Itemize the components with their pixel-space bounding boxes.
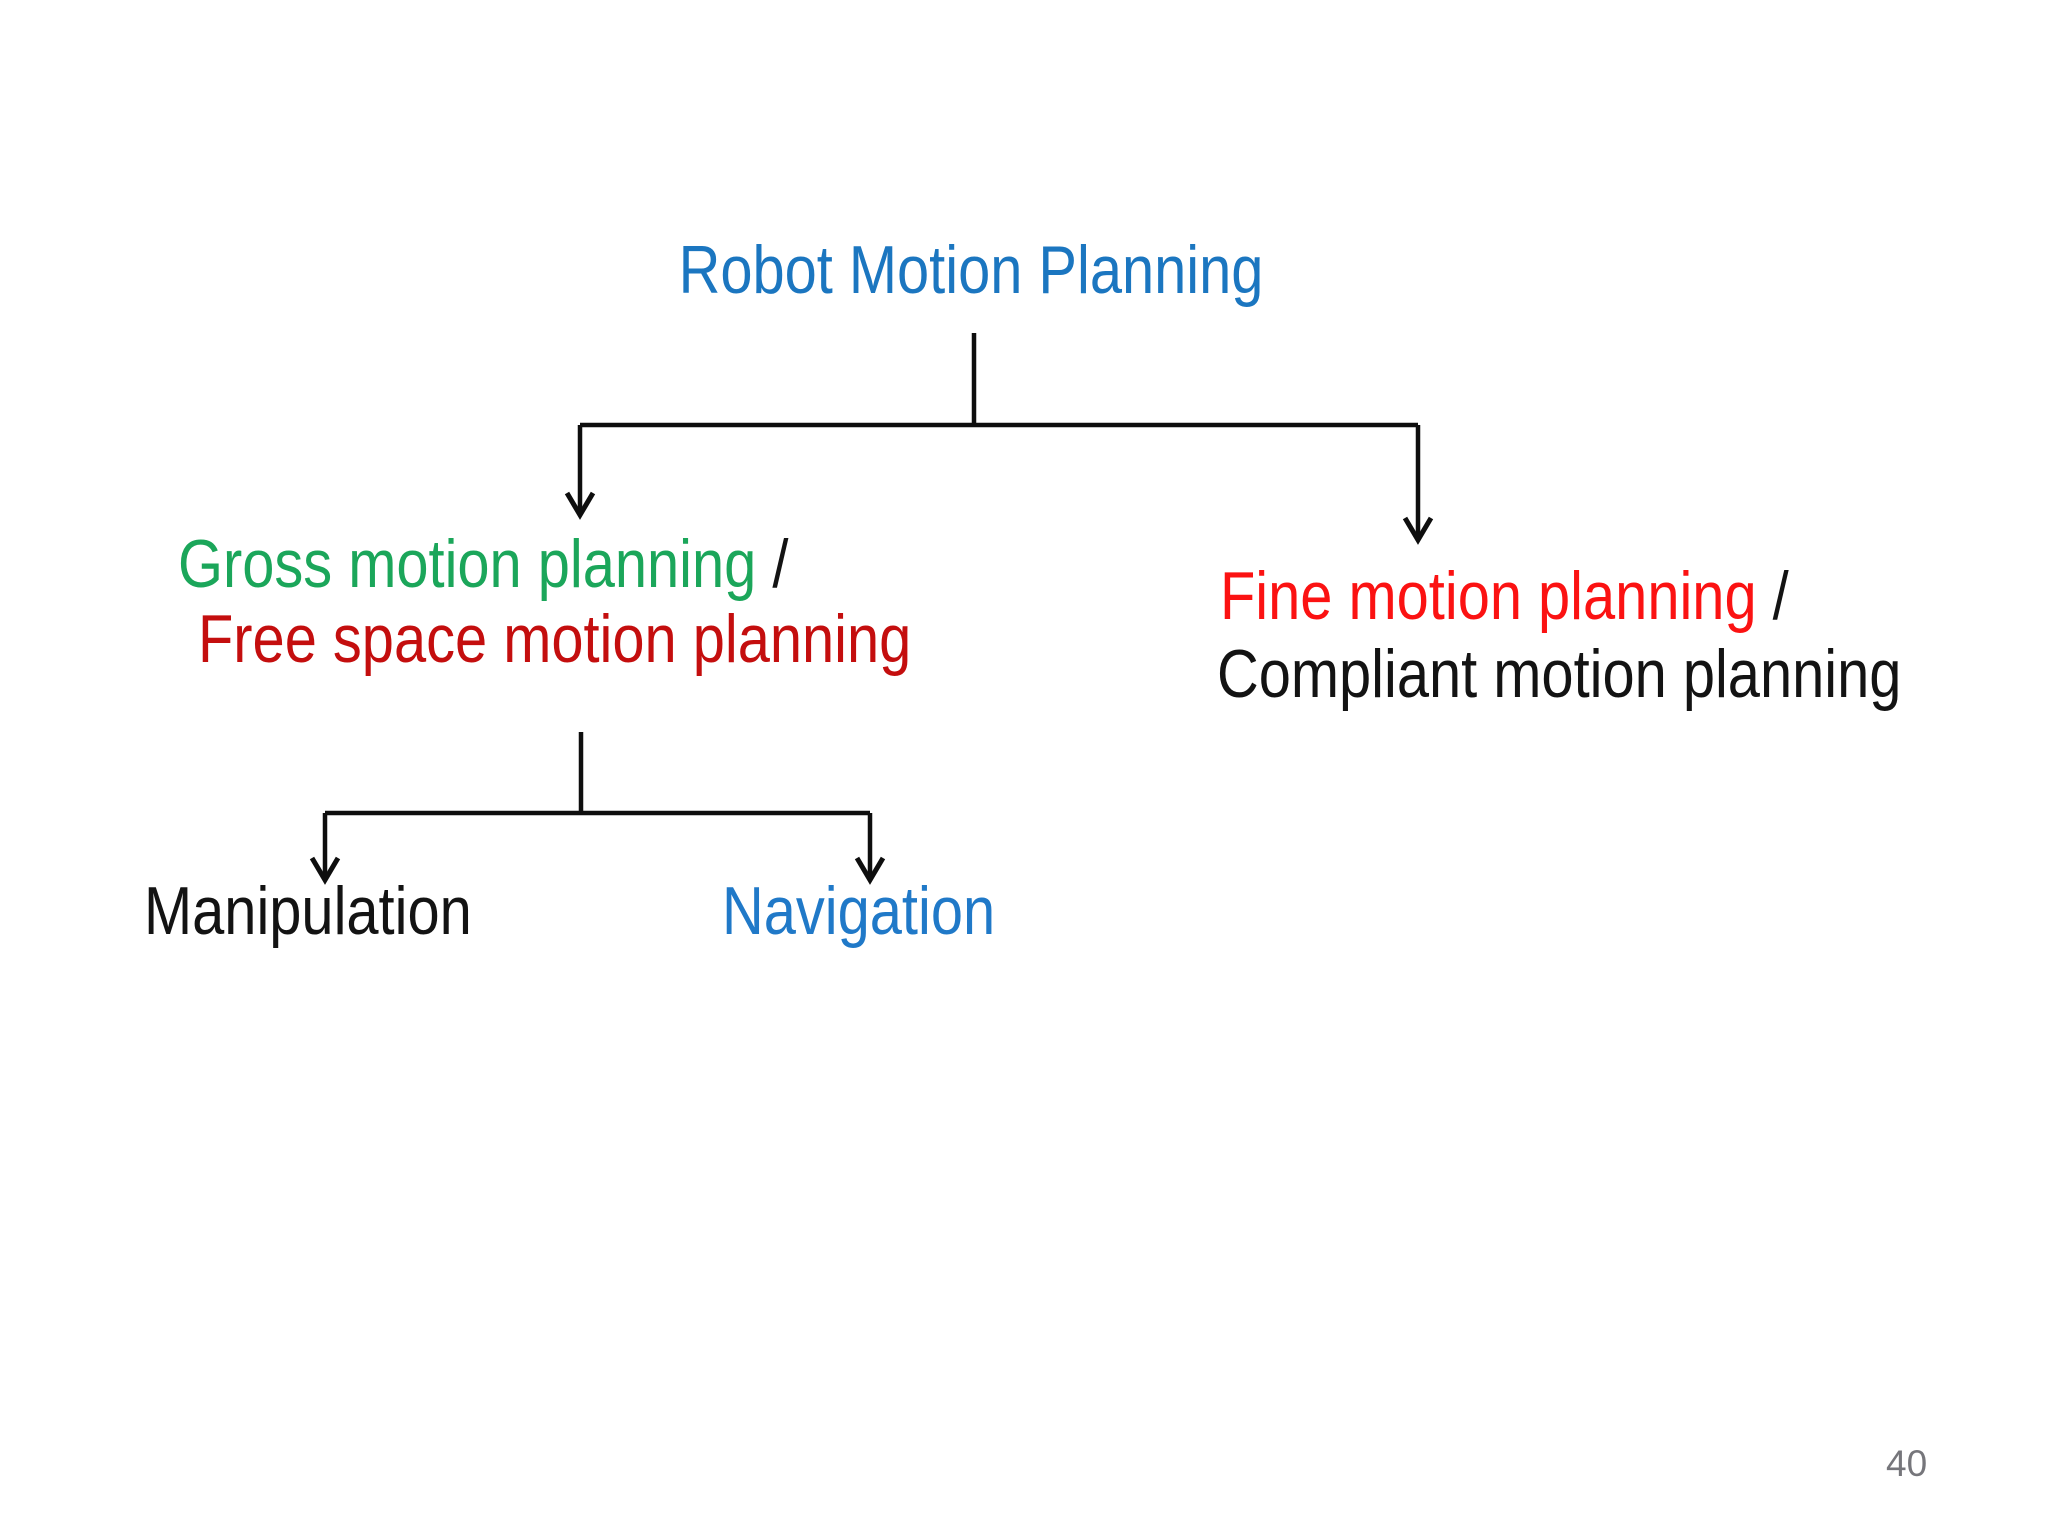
node-navigation-label: Navigation bbox=[722, 873, 996, 949]
arrowhead-right-child-icon bbox=[1402, 516, 1434, 545]
node-root-label: Robot Motion Planning bbox=[678, 232, 1264, 308]
arrowhead-navigation-icon bbox=[854, 856, 886, 885]
arrowhead-left-child-icon bbox=[564, 491, 596, 520]
fine-motion-planning-text: Fine motion planning bbox=[1220, 558, 1757, 634]
gross-motion-slash: / bbox=[756, 526, 789, 602]
node-free-space-motion-line2: Free space motion planning bbox=[198, 601, 912, 677]
node-fine-motion-line1: Fine motion planning / bbox=[1220, 559, 1789, 634]
node-gross-motion-line1: Gross motion planning / bbox=[178, 527, 788, 602]
fine-motion-slash: / bbox=[1756, 558, 1789, 634]
slide-page-number: 40 bbox=[1886, 1443, 1928, 1484]
arrowhead-manipulation-icon bbox=[309, 856, 341, 885]
node-compliant-motion-line2: Compliant motion planning bbox=[1217, 636, 1902, 712]
node-manipulation-label: Manipulation bbox=[144, 873, 472, 949]
gross-motion-planning-text: Gross motion planning bbox=[178, 526, 757, 602]
